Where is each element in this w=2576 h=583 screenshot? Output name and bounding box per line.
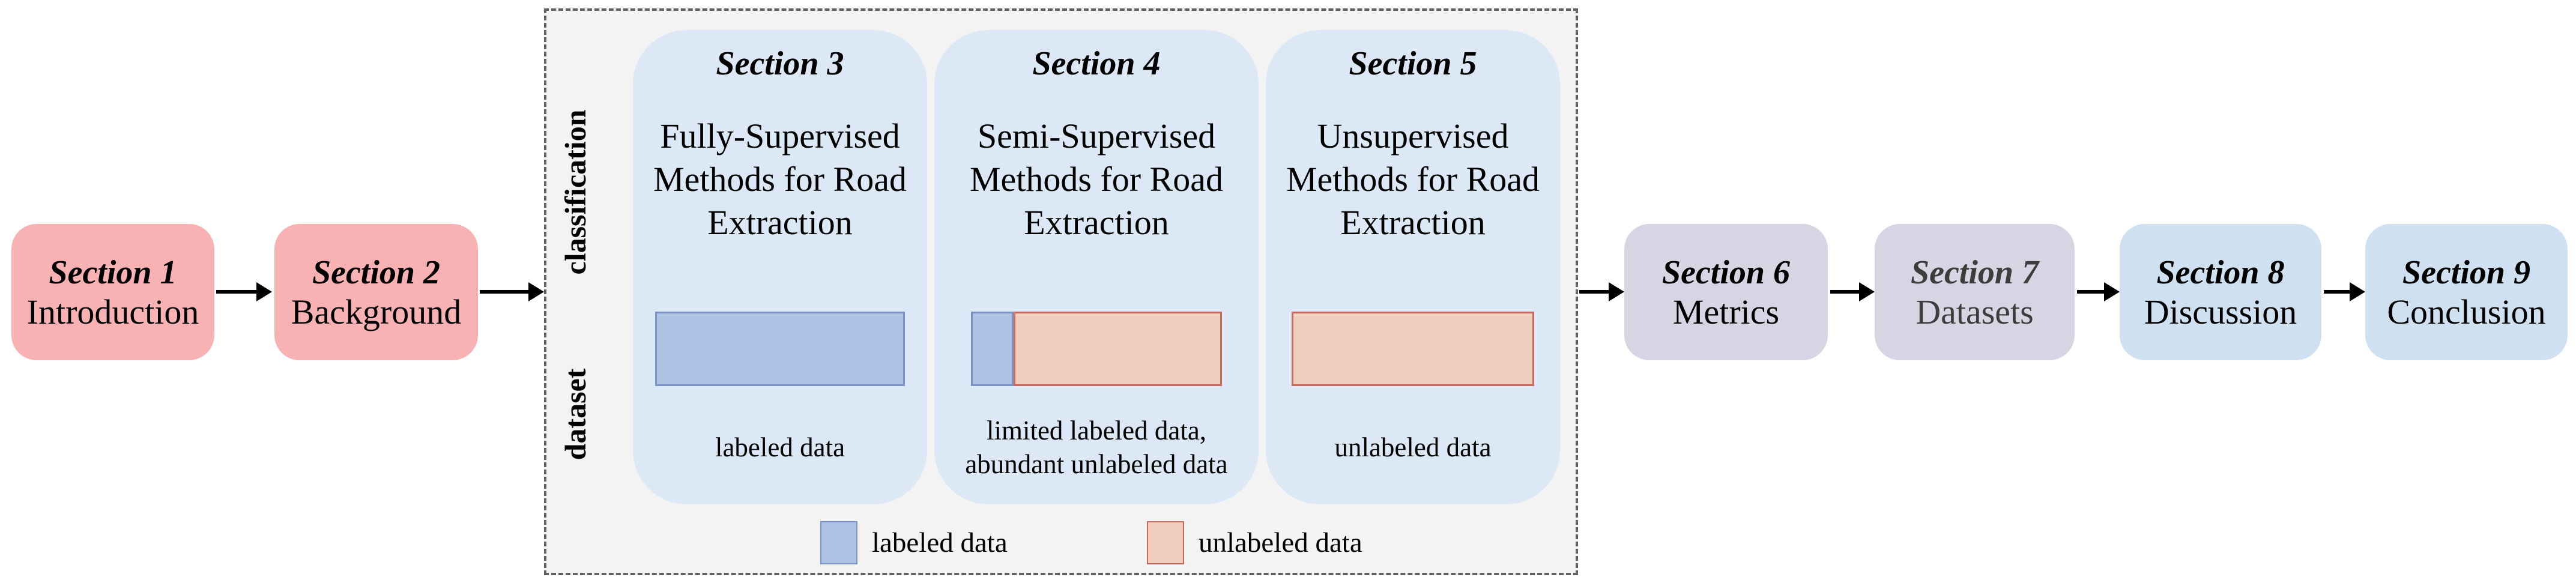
card-body-line: Extraction bbox=[1024, 203, 1169, 242]
section-6-node: Section 6 Metrics bbox=[1624, 224, 1828, 360]
section-4-card: Section 4 Semi-Supervised Methods for Ro… bbox=[934, 30, 1259, 504]
section-2-node: Section 2 Background bbox=[274, 224, 478, 360]
unlabeled-data-swatch bbox=[1147, 521, 1184, 564]
row-label-classification: classification bbox=[558, 109, 592, 275]
node-label: Metrics bbox=[1672, 292, 1780, 331]
arrow-head bbox=[1609, 282, 1624, 301]
card-caption: limited labeled data, abundant unlabeled… bbox=[934, 390, 1259, 504]
node-label: Introduction bbox=[26, 292, 199, 331]
legend-item-unlabeled: unlabeled data bbox=[1147, 520, 1362, 566]
unlabeled-data-segment bbox=[1292, 312, 1534, 386]
section-5-data-bar bbox=[1292, 312, 1534, 386]
labeled-data-segment bbox=[971, 312, 1014, 386]
arrow-shaft bbox=[216, 290, 259, 294]
card-body-line: Methods for Road bbox=[969, 160, 1224, 199]
node-label: Discussion bbox=[2144, 292, 2297, 331]
card-body-line: Extraction bbox=[1340, 203, 1486, 242]
legend-item-labeled: labeled data bbox=[820, 520, 1008, 566]
card-title: Section 5 bbox=[1349, 45, 1477, 82]
card-body-line: Unsupervised bbox=[1317, 116, 1509, 156]
card-caption: labeled data bbox=[633, 390, 927, 504]
unlabeled-data-segment bbox=[1014, 312, 1222, 386]
node-label: Conclusion bbox=[2387, 292, 2546, 331]
section-5-card: Section 5 Unsupervised Methods for Road … bbox=[1266, 30, 1560, 504]
section-9-node: Section 9 Conclusion bbox=[2365, 224, 2568, 360]
arrow-shaft bbox=[1579, 290, 1611, 294]
arrow-shaft bbox=[1830, 290, 1861, 294]
arrow-head bbox=[2104, 282, 2120, 301]
section-3-card: Section 3 Fully-Supervised Methods for R… bbox=[633, 30, 927, 504]
arrow-head bbox=[528, 282, 544, 301]
node-title: Section 1 bbox=[49, 253, 177, 291]
card-body-line: Fully-Supervised bbox=[660, 116, 900, 156]
legend-label: labeled data bbox=[872, 527, 1008, 558]
node-title: Section 8 bbox=[2156, 253, 2285, 291]
arrow-shaft bbox=[2324, 290, 2352, 294]
node-label: Datasets bbox=[1915, 292, 2034, 331]
section-4-data-bar bbox=[971, 312, 1222, 386]
card-caption: unlabeled data bbox=[1266, 390, 1560, 504]
card-body: Unsupervised Methods for Road Extraction bbox=[1266, 115, 1560, 244]
node-label: Background bbox=[291, 292, 462, 331]
card-body-line: Semi-Supervised bbox=[977, 116, 1216, 156]
node-title: Section 2 bbox=[312, 253, 441, 291]
card-title: Section 4 bbox=[1032, 45, 1161, 82]
node-title: Section 9 bbox=[2402, 253, 2531, 291]
caption-line: unlabeled data bbox=[1334, 432, 1492, 462]
methods-panel: classification dataset Section 3 Fully-S… bbox=[544, 8, 1578, 575]
card-title: Section 3 bbox=[716, 45, 844, 82]
section-8-node: Section 8 Discussion bbox=[2120, 224, 2321, 360]
labeled-data-segment bbox=[655, 312, 905, 386]
caption-line: abundant unlabeled data bbox=[965, 449, 1228, 479]
section-3-data-bar bbox=[655, 312, 905, 386]
card-body: Fully-Supervised Methods for Road Extrac… bbox=[633, 115, 927, 244]
node-title: Section 6 bbox=[1661, 253, 1791, 291]
labeled-data-swatch bbox=[820, 521, 857, 564]
arrow-head bbox=[256, 282, 272, 301]
card-body: Semi-Supervised Methods for Road Extract… bbox=[934, 115, 1259, 244]
arrow-head bbox=[2350, 282, 2365, 301]
card-body-line: Methods for Road bbox=[653, 160, 907, 199]
node-title: Section 7 bbox=[1910, 253, 2039, 291]
card-body-line: Methods for Road bbox=[1286, 160, 1540, 199]
arrow-shaft bbox=[2077, 290, 2106, 294]
card-body-line: Extraction bbox=[707, 203, 853, 242]
caption-line: limited labeled data, bbox=[986, 415, 1207, 446]
legend-label: unlabeled data bbox=[1199, 527, 1362, 558]
caption-line: labeled data bbox=[715, 432, 845, 462]
section-7-node: Section 7 Datasets bbox=[1875, 224, 2075, 360]
row-label-dataset: dataset bbox=[558, 368, 592, 461]
section-1-node: Section 1 Introduction bbox=[11, 224, 214, 360]
arrow-shaft bbox=[480, 290, 531, 294]
arrow-head bbox=[1859, 282, 1875, 301]
